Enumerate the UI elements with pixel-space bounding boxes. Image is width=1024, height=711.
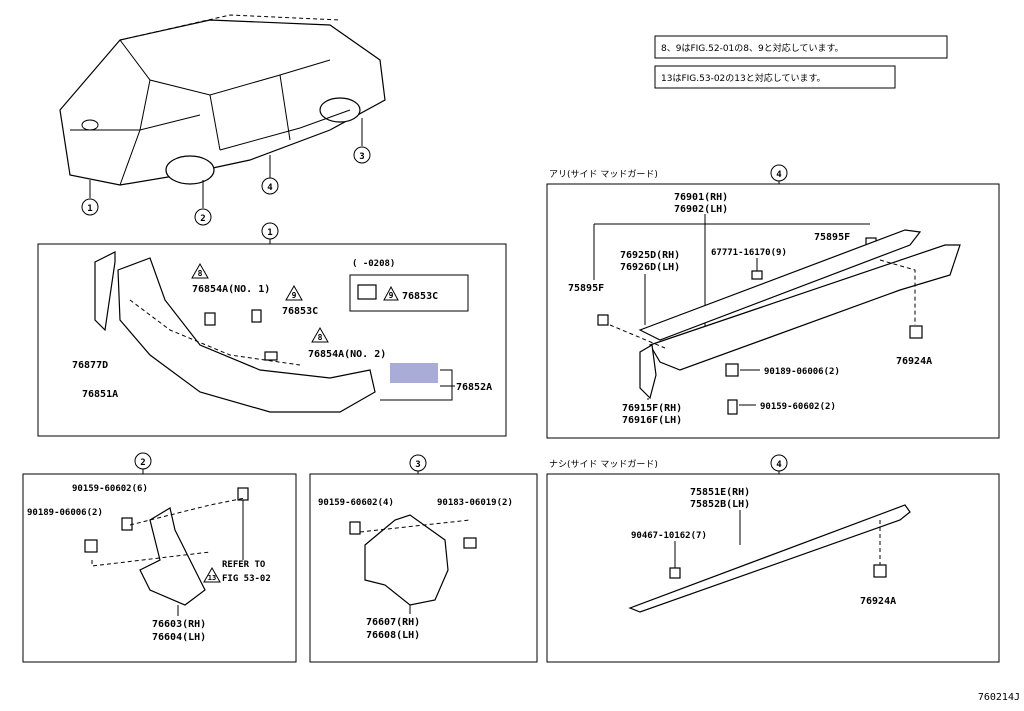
part-76916F-lh[interactable]: 76916F(LH) bbox=[622, 415, 682, 426]
panel-1-date-range: ( -0208) bbox=[352, 259, 395, 269]
part-76603-rh[interactable]: 76603(RH) bbox=[152, 619, 206, 630]
note-line-2: 13はFIG.53-02の13と対応しています。 bbox=[661, 72, 826, 84]
triangle-9-b: 9 bbox=[383, 285, 399, 301]
panel-4b-frame bbox=[546, 473, 1000, 663]
part-90189-06006-2-p4[interactable]: 90189-06006(2) bbox=[764, 367, 840, 377]
car-callout-4-label: 4 bbox=[267, 183, 273, 193]
car-overview: 1 2 4 3 bbox=[59, 14, 386, 226]
part-75851E-rh[interactable]: 75851E(RH) bbox=[690, 487, 750, 498]
part-90159-60602-6[interactable]: 90159-60602(6) bbox=[72, 484, 148, 494]
rocker-76901-shape[interactable] bbox=[638, 229, 922, 341]
part-76853C[interactable]: 76853C bbox=[282, 306, 318, 317]
triangle-13-label: 13 bbox=[208, 574, 216, 582]
panel-4a-with-side-mudguard: アリ(サイド マッドガード) 4 76901(RH) 76902(LH) 758… bbox=[546, 164, 1000, 439]
panel-3-rear-mudguard: 3 90159-60602(4) 90183-06019(2) 76607(RH… bbox=[309, 454, 538, 663]
part-75895F-b[interactable]: 75895F bbox=[568, 283, 604, 294]
part-76853C-inset[interactable]: 76853C bbox=[402, 291, 438, 302]
part-76851A-shape[interactable] bbox=[117, 257, 376, 413]
part-75852B-lh[interactable]: 75852B(LH) bbox=[690, 499, 750, 510]
part-75895F-a[interactable]: 75895F bbox=[814, 232, 850, 243]
panel-2-front-mudguard: 2 90159-60602(6) 90189-06006(2) REFER TO… bbox=[22, 452, 297, 663]
triangle-8-a: 8 bbox=[191, 262, 209, 279]
part-90189-06006-2-p2[interactable]: 90189-06006(2) bbox=[27, 508, 103, 518]
car-callout-4[interactable]: 4 bbox=[261, 177, 279, 195]
panel-3-number: 3 bbox=[415, 460, 420, 470]
part-76915F-rh[interactable]: 76915F(RH) bbox=[622, 403, 682, 414]
panel-4b-number: 4 bbox=[776, 460, 782, 470]
figure-code: 760214J bbox=[978, 692, 1020, 703]
panel-2-number: 2 bbox=[140, 458, 145, 468]
bracket-76915F-shape[interactable] bbox=[639, 344, 657, 400]
panel-4a-heading: アリ(サイド マッドガード) bbox=[549, 169, 658, 180]
part-90159-60602-4[interactable]: 90159-60602(4) bbox=[318, 498, 394, 508]
part-76901-rh[interactable]: 76901(RH) bbox=[674, 192, 728, 203]
car-callout-3-label: 3 bbox=[359, 152, 364, 162]
part-76604-lh[interactable]: 76604(LH) bbox=[152, 632, 206, 643]
guard-76607-shape[interactable] bbox=[364, 514, 449, 606]
mudguard-76925D-shape[interactable] bbox=[649, 244, 961, 371]
car-callout-2[interactable]: 2 bbox=[194, 208, 212, 226]
car-callout-2-label: 2 bbox=[200, 214, 205, 224]
panel-4b-without-side-mudguard: ナシ(サイド マッドガード) 4 75851E(RH) 75852B(LH) 9… bbox=[546, 454, 1000, 663]
panel-4a-frame bbox=[546, 183, 1000, 439]
panel-4b-heading: ナシ(サイド マッドガード) bbox=[549, 459, 658, 470]
part-76877D[interactable]: 76877D bbox=[72, 360, 108, 371]
refer-text-2: FIG 53-02 bbox=[222, 574, 271, 584]
car-callout-1-label: 1 bbox=[87, 204, 92, 214]
part-76902-lh[interactable]: 76902(LH) bbox=[674, 204, 728, 215]
panel-1-front-spoiler: 1 76877D 76851A 8 76854A(NO. 1) 9 76853C… bbox=[37, 222, 507, 437]
panel-1-inset bbox=[349, 274, 469, 312]
notes: 8、9はFIG.52-01の8、9と対応しています。 13はFIG.53-02の… bbox=[654, 35, 948, 89]
part-90183-06019-2[interactable]: 90183-06019(2) bbox=[437, 498, 513, 508]
car-callout-3[interactable]: 3 bbox=[353, 146, 371, 164]
part-76854A-no1[interactable]: 76854A(NO. 1) bbox=[192, 284, 270, 295]
part-76924A-b[interactable]: 76924A bbox=[860, 596, 896, 607]
part-76608-lh[interactable]: 76608(LH) bbox=[366, 630, 420, 641]
panel-3-frame bbox=[309, 473, 538, 663]
part-76854A-no2[interactable]: 76854A(NO. 2) bbox=[308, 349, 386, 360]
panel-1-number: 1 bbox=[267, 228, 272, 238]
panel-4a-number: 4 bbox=[776, 170, 782, 180]
part-76924A-a[interactable]: 76924A bbox=[896, 356, 932, 367]
triangle-9-a-label: 9 bbox=[292, 291, 297, 300]
part-67771-16170-9[interactable]: 67771-16170(9) bbox=[711, 248, 787, 258]
part-76607-rh[interactable]: 76607(RH) bbox=[366, 617, 420, 628]
note-line-1: 8、9はFIG.52-01の8、9と対応しています。 bbox=[661, 42, 844, 54]
part-76851A[interactable]: 76851A bbox=[82, 389, 118, 400]
moulding-75851E-shape[interactable] bbox=[628, 504, 911, 613]
triangle-8-b-label: 8 bbox=[318, 333, 323, 342]
panel-1-frame bbox=[37, 243, 507, 437]
part-90467-10162-7[interactable]: 90467-10162(7) bbox=[631, 531, 707, 541]
part-76926D-lh[interactable]: 76926D(LH) bbox=[620, 262, 680, 273]
triangle-8-a-label: 8 bbox=[198, 269, 203, 278]
triangle-8-b: 8 bbox=[311, 326, 329, 343]
part-76925D-rh[interactable]: 76925D(RH) bbox=[620, 250, 680, 261]
part-90159-60602-2[interactable]: 90159-60602(2) bbox=[760, 402, 836, 412]
triangle-13: 13 bbox=[203, 566, 221, 583]
part-76877D-shape[interactable] bbox=[94, 251, 116, 332]
part-76852A[interactable]: 76852A bbox=[456, 382, 492, 393]
car-callout-1[interactable]: 1 bbox=[81, 198, 99, 216]
panel-2-frame bbox=[22, 473, 297, 663]
refer-text-1: REFER TO bbox=[222, 560, 266, 570]
triangle-9-b-label: 9 bbox=[389, 291, 394, 300]
triangle-9-a: 9 bbox=[285, 284, 303, 301]
highlight-76852A[interactable] bbox=[390, 363, 438, 383]
